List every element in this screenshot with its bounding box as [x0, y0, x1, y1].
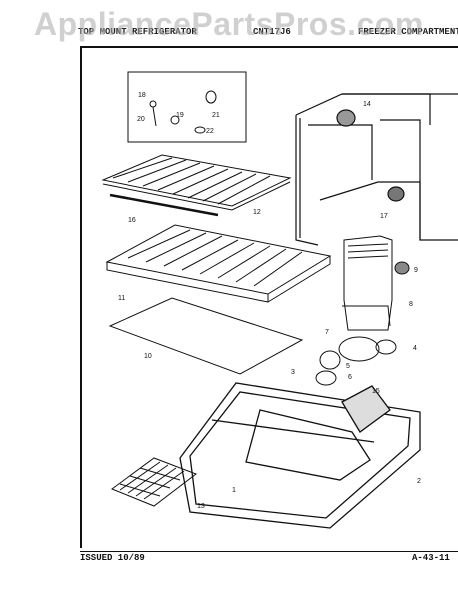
callout-15: 15: [372, 388, 380, 395]
upper-wire-shelf: [101, 154, 292, 217]
callout-13: 13: [197, 503, 205, 510]
freezer-liner: [179, 382, 421, 529]
footer-rule: [80, 551, 458, 552]
callout-2: 2: [417, 478, 421, 485]
callout-17: 17: [380, 213, 388, 220]
fan-assembly: [315, 336, 397, 386]
callout-1: 1: [232, 487, 236, 494]
callout-4: 4: [413, 345, 417, 352]
callout-22: 22: [206, 128, 214, 135]
callout-12: 12: [253, 209, 261, 216]
ice-tray: [110, 457, 198, 507]
callout-3: 3: [291, 369, 295, 376]
callout-9: 9: [414, 267, 418, 274]
callout-14: 14: [363, 101, 371, 108]
callout-5: 5: [346, 363, 350, 370]
header-model-number: CNT17J6: [253, 27, 291, 37]
issue-date: ISSUED 10/89: [80, 553, 145, 563]
callout-7: 7: [325, 329, 329, 336]
page-number: A-43-11: [412, 553, 450, 563]
freezer-shelf: [105, 224, 332, 303]
diagram-frame: [80, 46, 458, 548]
header-model-type: TOP MOUNT REFRIGERATOR: [78, 27, 197, 37]
shelf-panel: [108, 297, 304, 375]
callout-8: 8: [409, 301, 413, 308]
callout-10: 10: [144, 353, 152, 360]
hardware-inset: [127, 71, 247, 143]
header-section: FREEZER COMPARTMENT: [358, 27, 458, 37]
callout-labels: 1 2 3 4 5 6 7 8 9 10 11 12 13 14 15 16 1…: [118, 92, 421, 510]
callout-18: 18: [138, 92, 146, 99]
callout-6: 6: [348, 374, 352, 381]
callout-20: 20: [137, 116, 145, 123]
page-header: TOP MOUNT REFRIGERATOR CNT17J6 FREEZER C…: [78, 27, 458, 41]
cabinet-section: [295, 93, 458, 246]
callout-19: 19: [176, 112, 184, 119]
callout-11: 11: [118, 295, 125, 302]
evaporator-cover: [342, 235, 410, 331]
callout-21: 21: [212, 112, 220, 119]
callout-16: 16: [128, 217, 136, 224]
